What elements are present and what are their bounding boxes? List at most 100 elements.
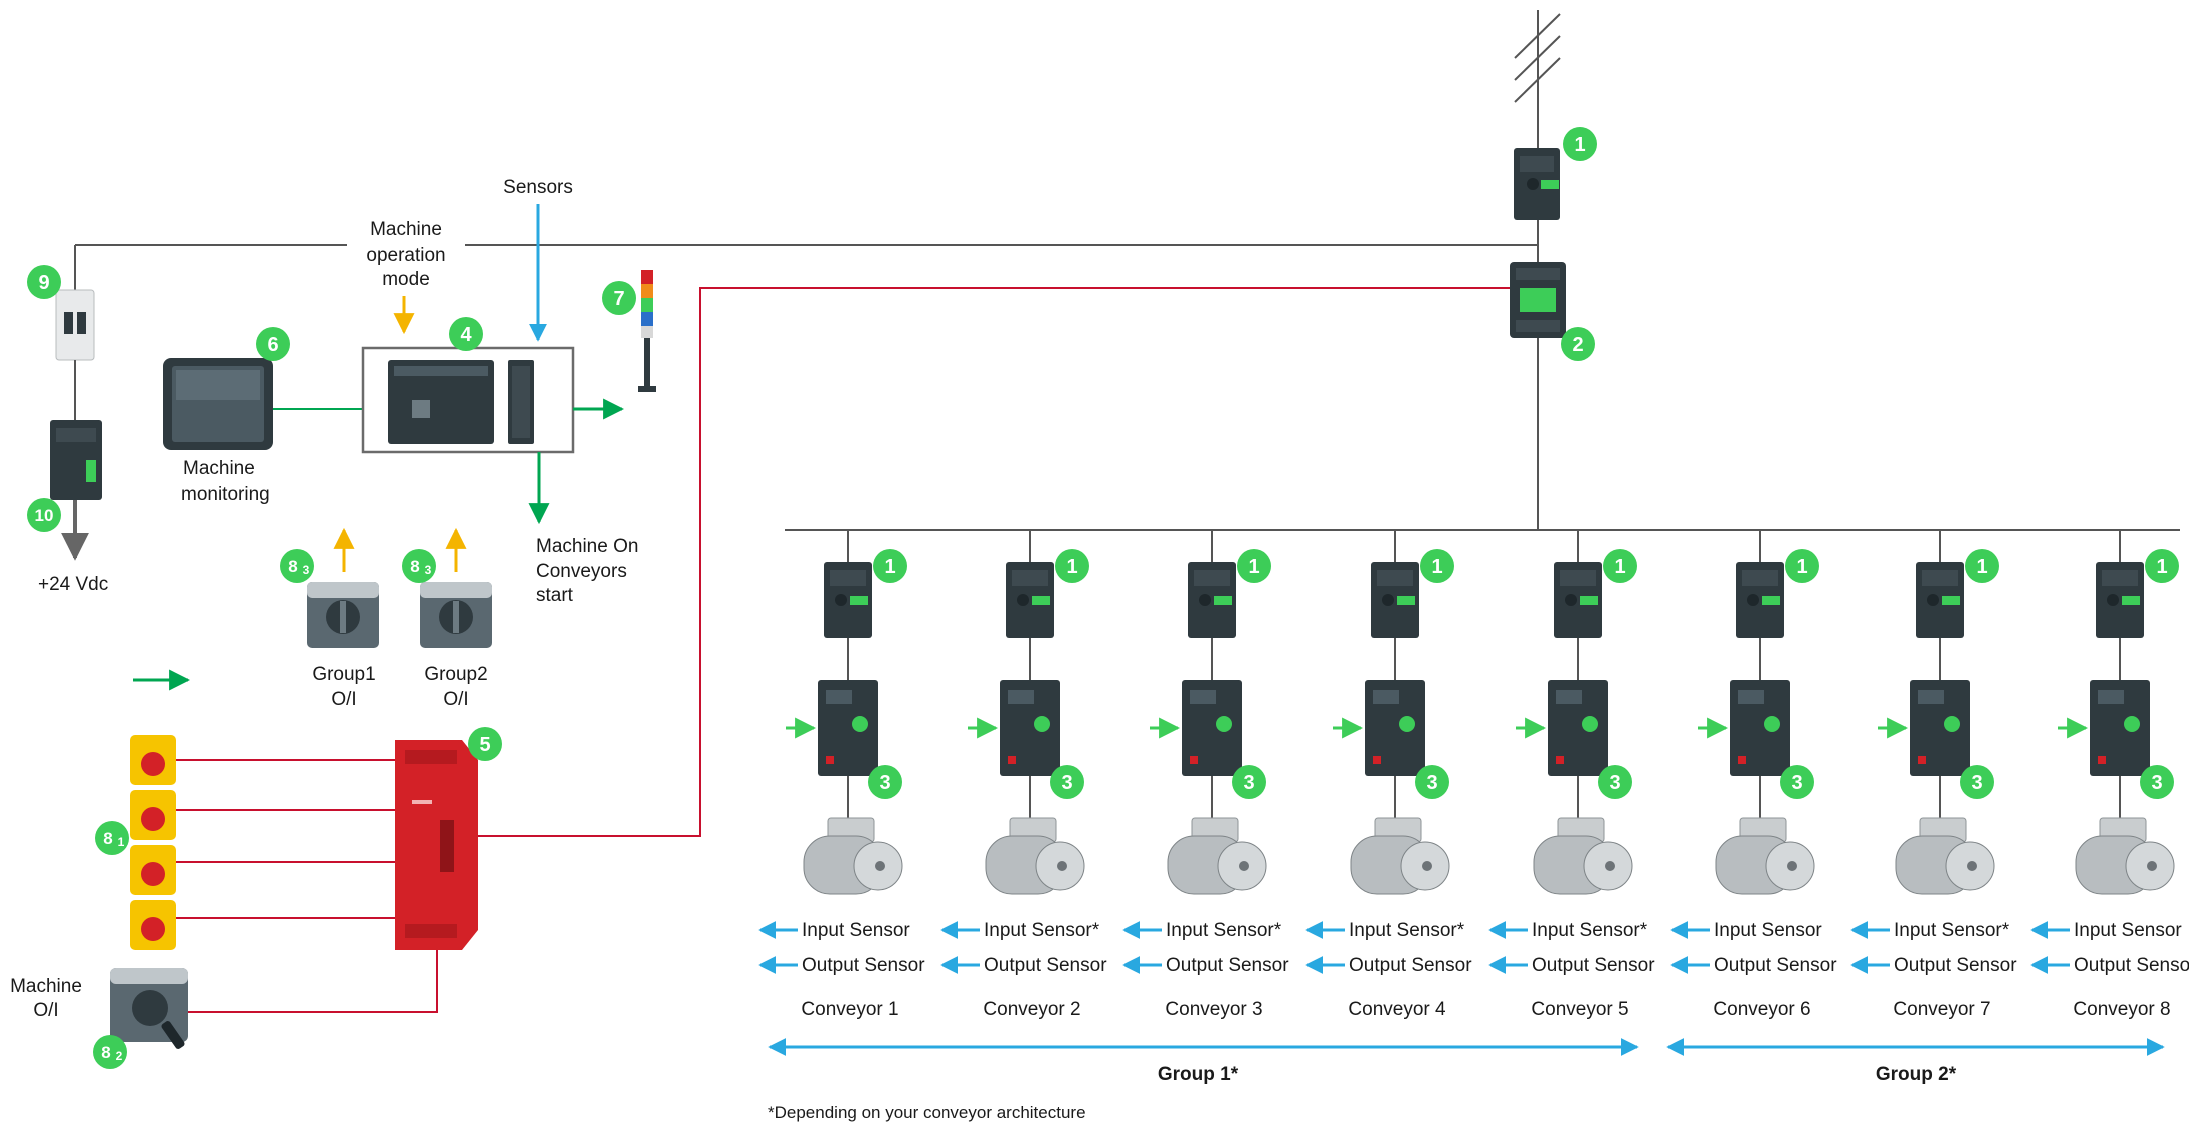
svg-text:9: 9 xyxy=(38,272,49,294)
badge-contactor: 2 xyxy=(1561,327,1595,361)
badge-number: 3 xyxy=(1971,772,1982,794)
motor xyxy=(1350,817,1450,895)
motor-circuit-breaker xyxy=(1736,562,1784,638)
conveyor-name: Conveyor 1 xyxy=(801,999,898,1020)
badge-breaker: 1 xyxy=(1237,549,1271,583)
badge-drive: 3 xyxy=(1050,765,1084,799)
miniature-circuit-breaker xyxy=(55,289,95,361)
badge-breaker: 9 xyxy=(27,265,61,299)
input-sensor-label: Input Sensor* xyxy=(1166,920,1282,941)
conveyor-name: Conveyor 6 xyxy=(1713,999,1810,1020)
badge-number: 1 xyxy=(1248,556,1259,578)
motor-circuit-breaker xyxy=(1916,562,1964,638)
badge-hmi: 6 xyxy=(256,327,290,361)
badge-number: 3 xyxy=(2151,772,2162,794)
svg-text:6: 6 xyxy=(267,334,278,356)
svg-text:3: 3 xyxy=(303,563,310,577)
badge-controller: 4 xyxy=(449,317,483,351)
badge-drive: 3 xyxy=(1232,765,1266,799)
conveyor-name: Conveyor 8 xyxy=(2073,999,2170,1020)
group2-oi-label-line2: O/I xyxy=(443,689,468,710)
badge-group1-selector: 8 3 xyxy=(280,549,314,583)
machine-operation-mode-line2: operation xyxy=(366,245,445,266)
power-supply xyxy=(50,420,102,500)
badge-number: 1 xyxy=(2156,556,2167,578)
group2-oi-label-line1: Group2 xyxy=(424,664,487,685)
output-sensor-label: Output Sensor xyxy=(802,955,925,976)
group2-label: Group 2* xyxy=(1876,1064,1957,1085)
variable-speed-drive xyxy=(1000,680,1060,776)
badge-number: 3 xyxy=(1061,772,1072,794)
badge-breaker: 1 xyxy=(873,549,907,583)
logic-controller xyxy=(388,360,494,444)
conveyor-name: Conveyor 2 xyxy=(983,999,1080,1020)
badge-drive: 3 xyxy=(1780,765,1814,799)
machine-oi-label-line2: O/I xyxy=(33,1000,58,1021)
svg-text:5: 5 xyxy=(479,734,490,756)
dc-output-label: +24 Vdc xyxy=(38,574,108,595)
badge-breaker: 1 xyxy=(1965,549,1999,583)
badge-main-breaker: 1 xyxy=(1563,127,1597,161)
svg-text:4: 4 xyxy=(460,324,472,346)
output-sensor-label: Output Sensor xyxy=(1532,955,1655,976)
badge-number: 3 xyxy=(1243,772,1254,794)
svg-text:2: 2 xyxy=(116,1049,123,1063)
motor-circuit-breaker xyxy=(1371,562,1419,638)
main-power-line xyxy=(74,10,2180,531)
group2-selector-switch xyxy=(420,582,492,648)
main-motor-circuit-breaker xyxy=(1514,148,1560,220)
badge-drive: 3 xyxy=(1598,765,1632,799)
badge-number: 1 xyxy=(1796,556,1807,578)
motor xyxy=(2075,817,2175,895)
variable-speed-drive xyxy=(1182,680,1242,776)
output-sensor-label: Output Sensor xyxy=(1894,955,2017,976)
motor-circuit-breaker xyxy=(1188,562,1236,638)
machine-operation-mode-line3: mode xyxy=(382,269,430,290)
motor xyxy=(1715,817,1815,895)
badge-number: 3 xyxy=(1426,772,1437,794)
badge-drive: 3 xyxy=(2140,765,2174,799)
badge-drive: 3 xyxy=(1960,765,1994,799)
motor-circuit-breaker xyxy=(1006,562,1054,638)
motor-circuit-breaker xyxy=(2096,562,2144,638)
badge-number: 1 xyxy=(1976,556,1987,578)
badge-number: 3 xyxy=(1791,772,1802,794)
badge-power-supply: 10 xyxy=(27,498,61,532)
badge-breaker: 1 xyxy=(1420,549,1454,583)
tower-light xyxy=(638,270,656,392)
badge-tower-light: 7 xyxy=(602,281,636,315)
badge-group2-selector: 8 3 xyxy=(402,549,436,583)
conveyor-name: Conveyor 5 xyxy=(1531,999,1628,1020)
output-sensor-label: Output Sensor xyxy=(1349,955,1472,976)
conveyor-name: Conveyor 3 xyxy=(1165,999,1262,1020)
hmi-panel xyxy=(163,358,273,450)
output-sensor-label: Output Sensor xyxy=(2074,955,2189,976)
input-sensor-label: Input Sensor xyxy=(1714,920,1822,941)
group1-oi-label-line2: O/I xyxy=(331,689,356,710)
output-sensor-label: Output Sensor xyxy=(1166,955,1289,976)
svg-text:10: 10 xyxy=(35,506,54,525)
input-sensor-label: Input Sensor* xyxy=(984,920,1100,941)
machine-key-switch xyxy=(110,968,188,1049)
svg-text:8: 8 xyxy=(101,1043,110,1062)
badge-drive: 3 xyxy=(868,765,902,799)
machine-on-label-line2: Conveyors xyxy=(536,561,627,582)
group1-label: Group 1* xyxy=(1158,1064,1239,1085)
safety-circuit-line xyxy=(478,287,1510,837)
badge-breaker: 1 xyxy=(1603,549,1637,583)
group1-selector-switch xyxy=(307,582,379,648)
svg-text:8: 8 xyxy=(410,557,419,576)
svg-text:2: 2 xyxy=(1572,334,1583,356)
machine-monitoring-label-line1: Machine xyxy=(183,458,255,479)
variable-speed-drive xyxy=(1730,680,1790,776)
conveyor-name: Conveyor 4 xyxy=(1348,999,1446,1020)
machine-on-label-line3: start xyxy=(536,585,574,606)
emergency-stop-buttons xyxy=(130,735,176,950)
svg-text:8: 8 xyxy=(288,557,297,576)
